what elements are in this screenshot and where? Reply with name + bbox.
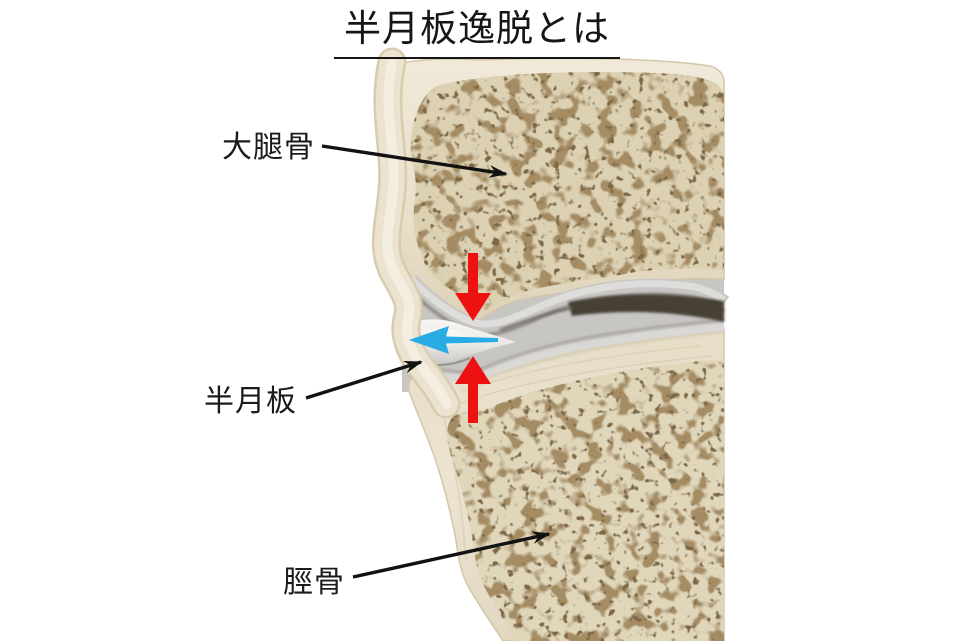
femur-pointer-line	[321, 144, 508, 178]
femur-trabecular-texture	[410, 72, 724, 310]
compression-arrow-down-icon	[455, 253, 491, 321]
tibia-pointer-line	[352, 531, 551, 579]
compression-arrow-up-icon	[455, 356, 491, 423]
joint-space-gap	[499, 294, 724, 332]
page-title: 半月板逸脱とは	[334, 7, 620, 59]
label-tibia: 脛骨	[283, 565, 345, 600]
label-meniscus: 半月板	[204, 384, 297, 419]
label-femur: 大腿骨	[222, 130, 315, 165]
extrusion-arrow-left-icon	[409, 326, 498, 354]
meniscus-pointer-line	[305, 360, 423, 400]
tibia-trabecular-texture	[447, 359, 724, 641]
